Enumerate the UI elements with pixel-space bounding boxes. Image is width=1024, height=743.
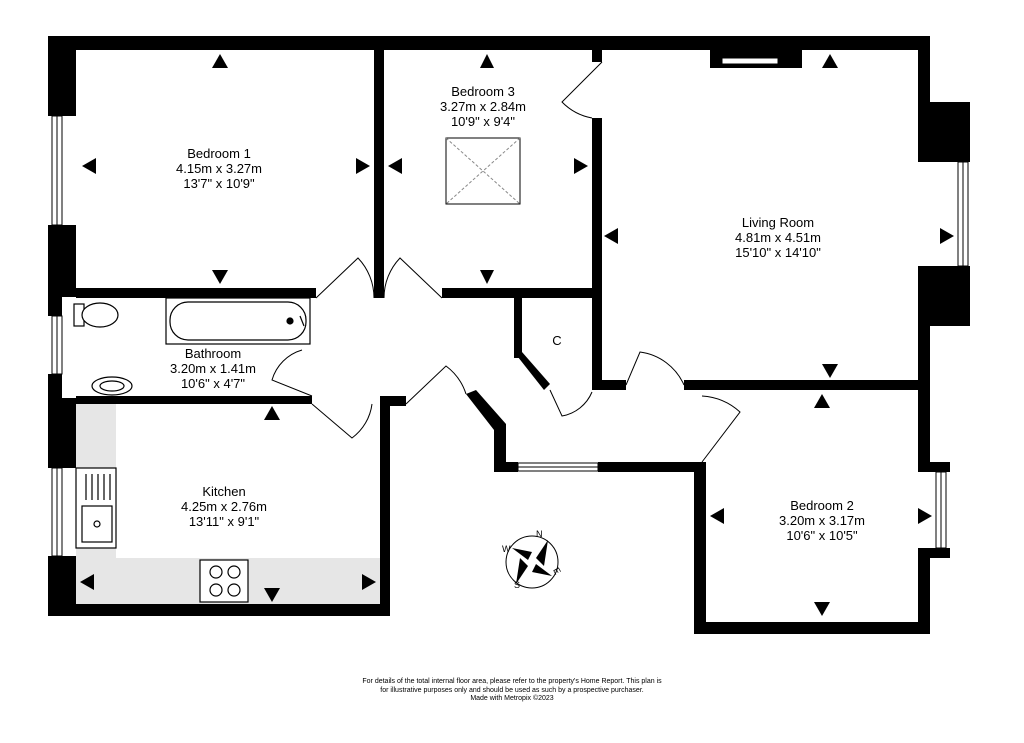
bathtub	[165, 297, 311, 345]
toilet	[73, 302, 119, 328]
compass-west-label: W	[502, 544, 511, 554]
room-name: Bathroom	[184, 346, 242, 361]
room-imperial-dimensions: 13'11" x 9'1"	[188, 514, 260, 529]
room-metric-dimensions: 4.25m x 2.76m	[181, 499, 267, 514]
room-label-kitchen: Kitchen 4.25m x 2.76m 13'11" x 9'1"	[181, 484, 267, 529]
doors	[271, 61, 741, 463]
room-label-living-room: Living Room 4.81m x 4.51m 15'10" x 14'10…	[735, 215, 821, 260]
room-metric-dimensions: 4.15m x 3.27m	[176, 161, 262, 176]
room-imperial-dimensions: 15'10" x 14'10"	[735, 245, 821, 260]
compass-north-label: N	[536, 529, 543, 539]
dimension-arrows	[80, 54, 954, 616]
room-name: Kitchen	[202, 484, 246, 499]
room-name: Bedroom 3	[451, 84, 515, 99]
room-imperial-dimensions: 10'6" x 10'5"	[786, 528, 858, 543]
kitchen-sink	[75, 467, 117, 549]
footer-disclaimer: For details of the total internal floor …	[0, 678, 1024, 704]
hob	[199, 559, 249, 603]
skylight	[445, 137, 521, 205]
room-name: Living Room	[741, 215, 815, 230]
room-metric-dimensions: 3.27m x 2.84m	[440, 99, 526, 114]
room-name: C	[552, 333, 562, 348]
room-imperial-dimensions: 13'7" x 10'9"	[183, 176, 255, 191]
basin	[91, 376, 133, 396]
room-label-bathroom: Bathroom 3.20m x 1.41m 10'6" x 4'7"	[170, 346, 256, 391]
room-label-cupboard: C	[552, 333, 561, 348]
windows	[51, 57, 969, 557]
room-label-bedroom-1: Bedroom 1 4.15m x 3.27m 13'7" x 10'9"	[176, 146, 262, 191]
room-label-bedroom-3: Bedroom 3 3.27m x 2.84m 10'9" x 9'4"	[440, 84, 526, 129]
room-metric-dimensions: 4.81m x 4.51m	[735, 230, 821, 245]
room-imperial-dimensions: 10'9" x 9'4"	[450, 114, 516, 129]
footer-line-2: for illustrative purposes only and shoul…	[380, 686, 644, 694]
room-metric-dimensions: 3.20m x 1.41m	[170, 361, 256, 376]
room-name: Bedroom 1	[187, 146, 251, 161]
room-imperial-dimensions: 10'6" x 4'7"	[180, 376, 246, 391]
walls	[48, 36, 970, 634]
room-name: Bedroom 2	[790, 498, 854, 513]
footer-line-3: Made with Metropix ©2023	[470, 695, 554, 702]
footer-line-1: For details of the total internal floor …	[362, 678, 662, 685]
compass-south-label: S	[514, 580, 521, 590]
compass-icon	[505, 535, 559, 589]
room-label-bedroom-2: Bedroom 2 3.20m x 3.17m 10'6" x 10'5"	[779, 498, 865, 543]
room-metric-dimensions: 3.20m x 3.17m	[779, 513, 865, 528]
